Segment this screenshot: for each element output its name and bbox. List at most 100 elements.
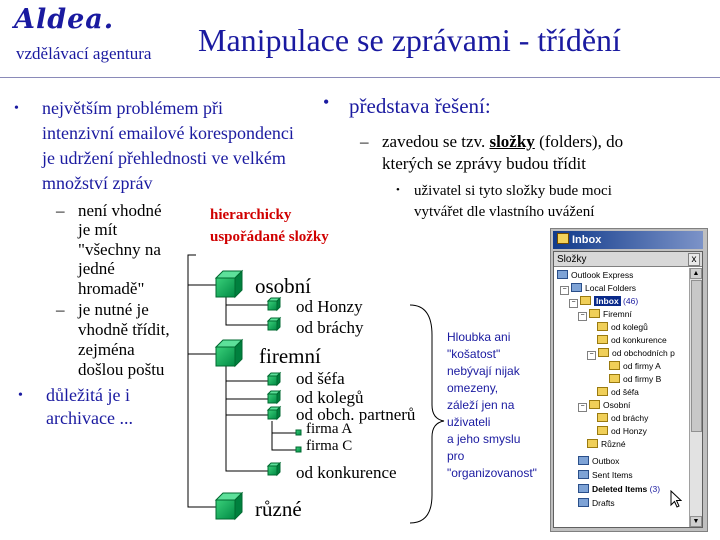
bullet1-line: je udržení přehlednosti ve velkém <box>42 148 286 168</box>
tree-trunk-line <box>187 254 216 508</box>
folder-icon <box>598 348 609 357</box>
folder-item-drafts[interactable]: Drafts <box>578 497 615 510</box>
brace-icon <box>409 304 445 524</box>
folder-item-label: Deleted Items <box>592 484 648 494</box>
folder-label: od konkurence <box>296 463 397 482</box>
folder-icon <box>589 309 600 318</box>
bullet2-line: archivace ... <box>46 408 133 428</box>
folder-cube-icon <box>266 461 282 477</box>
note-line: uživateli <box>447 415 491 429</box>
folder-item-od-obchodnich[interactable]: − od obchodních p <box>587 347 675 360</box>
outlook-titlebar[interactable]: Inbox <box>553 231 703 249</box>
drafts-icon <box>578 498 589 507</box>
folder-item-od-firmy-a[interactable]: od firmy A <box>609 360 661 373</box>
folder-icon <box>597 335 608 344</box>
note-line: pro <box>447 449 465 463</box>
folder-item-label: Outbox <box>592 456 620 466</box>
folder-item-outlook-express[interactable]: Outlook Express <box>557 269 633 282</box>
scroll-thumb[interactable] <box>691 280 702 432</box>
bullet-icon: • <box>323 92 330 112</box>
folder-icon <box>597 426 608 435</box>
folder-item-od-kolegu[interactable]: od kolegů <box>597 321 648 334</box>
folder-item-label: Inbox <box>594 296 621 306</box>
folders-prefix: zavedou se tzv. <box>382 132 486 151</box>
folder-pane: Složky x ▲ ▼ Outlook Express −Local Fold… <box>553 251 703 528</box>
sub2-line: vhodně třídit, <box>78 320 170 339</box>
folder-icon <box>587 439 598 448</box>
folder-cube-icon <box>214 491 244 521</box>
bullet1-line: největším problémem při <box>42 98 223 118</box>
folders-suffix: (folders), do <box>539 132 624 151</box>
dash-icon: – <box>360 132 369 151</box>
folder-cube-icon <box>266 405 282 421</box>
folder-item-od-sefa[interactable]: od šéfa <box>597 386 639 399</box>
folder-item-sent-items[interactable]: Sent Items <box>578 469 633 482</box>
bullet-icon: • <box>14 101 19 116</box>
slide-title: Manipulace se zprávami - třídění <box>198 22 621 58</box>
sub2-line: zejména <box>78 340 135 359</box>
logo-subtitle: vzdělávací agentura <box>16 44 152 63</box>
collapse-icon[interactable]: − <box>587 351 596 360</box>
collapse-icon[interactable]: − <box>569 299 578 308</box>
folders-line2: kterých se zprávy budou třídit <box>382 154 586 173</box>
folder-item-od-firmy-b[interactable]: od firmy B <box>609 373 661 386</box>
folder-item-deleted-items[interactable]: Deleted Items (3) <box>578 483 660 496</box>
unread-count: (46) <box>623 296 639 306</box>
note-line: "organizovanost" <box>447 466 537 480</box>
diagram-heading: hierarchicky <box>210 207 292 223</box>
folder-item-label: od obchodních p <box>612 348 675 358</box>
folder-label: od šéfa <box>296 369 345 388</box>
folder-cube-icon <box>266 371 282 387</box>
sub1-line: není vhodné <box>78 201 162 220</box>
collapse-icon[interactable]: − <box>578 312 587 321</box>
sent-items-icon <box>578 470 589 479</box>
folder-item-label: Outlook Express <box>571 270 634 280</box>
folder-icon <box>609 374 620 383</box>
folder-item-outbox[interactable]: Outbox <box>578 455 619 468</box>
tree-branch-line <box>271 421 296 451</box>
collapse-icon[interactable]: − <box>560 286 569 295</box>
folder-label-ruzne: různé <box>255 497 302 521</box>
scroll-down-arrow-icon[interactable]: ▼ <box>690 516 702 527</box>
folder-icon <box>589 400 600 409</box>
tree-branch-line <box>225 295 268 326</box>
folder-item-osobni[interactable]: − Osobní <box>578 399 630 412</box>
collapse-icon[interactable]: − <box>578 403 587 412</box>
close-icon[interactable]: x <box>688 253 700 266</box>
folder-label: od Honzy <box>296 297 363 316</box>
solution-heading: představa řešení: <box>349 94 491 118</box>
folder-item-od-konkurence[interactable]: od konkurence <box>597 334 667 347</box>
dash-icon: – <box>56 300 65 319</box>
folder-item-firemni[interactable]: − Firemní <box>578 308 632 321</box>
subsub-line: vytvářet dle vlastního uvážení <box>414 204 595 220</box>
scroll-up-arrow-icon[interactable]: ▲ <box>690 268 702 279</box>
folder-cube-icon <box>266 316 282 332</box>
bullet1-line: intenzivní emailové korespondenci <box>42 123 294 143</box>
folder-cube-icon <box>266 389 282 405</box>
folder-item-ruzne[interactable]: Různé <box>587 438 626 451</box>
inbox-folder-icon <box>580 296 591 305</box>
outlook-window-title: Inbox <box>572 234 602 246</box>
bullet2-line: důležitá je i <box>46 385 130 405</box>
sub1-line: jedné <box>78 259 115 278</box>
folder-label-osobni: osobní <box>255 274 312 298</box>
folder-item-label: Firemní <box>603 309 632 319</box>
vertical-scrollbar[interactable]: ▲ ▼ <box>689 268 702 527</box>
folder-tree-diagram <box>187 254 445 524</box>
folders-line: zavedou se tzv. složky (folders), do <box>382 131 623 152</box>
folder-item-od-brachy[interactable]: od bráchy <box>597 412 648 425</box>
folders-keyword: složky <box>489 132 535 151</box>
outlook-express-icon <box>557 270 568 279</box>
outbox-icon <box>578 456 589 465</box>
folder-icon <box>609 361 620 370</box>
trash-icon <box>578 484 589 493</box>
title-divider <box>0 77 720 78</box>
folder-item-label: Osobní <box>603 400 631 410</box>
folder-item-inbox[interactable]: − Inbox (46) <box>569 295 638 308</box>
folder-item-label: Různé <box>601 439 626 449</box>
bullet1-line: množství zpráv <box>42 173 153 193</box>
folder-item-label: od bráchy <box>611 413 649 423</box>
folder-item-od-honzy[interactable]: od Honzy <box>597 425 647 438</box>
folder-item-label: od konkurence <box>611 335 667 345</box>
folder-item-local-folders[interactable]: −Local Folders <box>560 282 636 295</box>
